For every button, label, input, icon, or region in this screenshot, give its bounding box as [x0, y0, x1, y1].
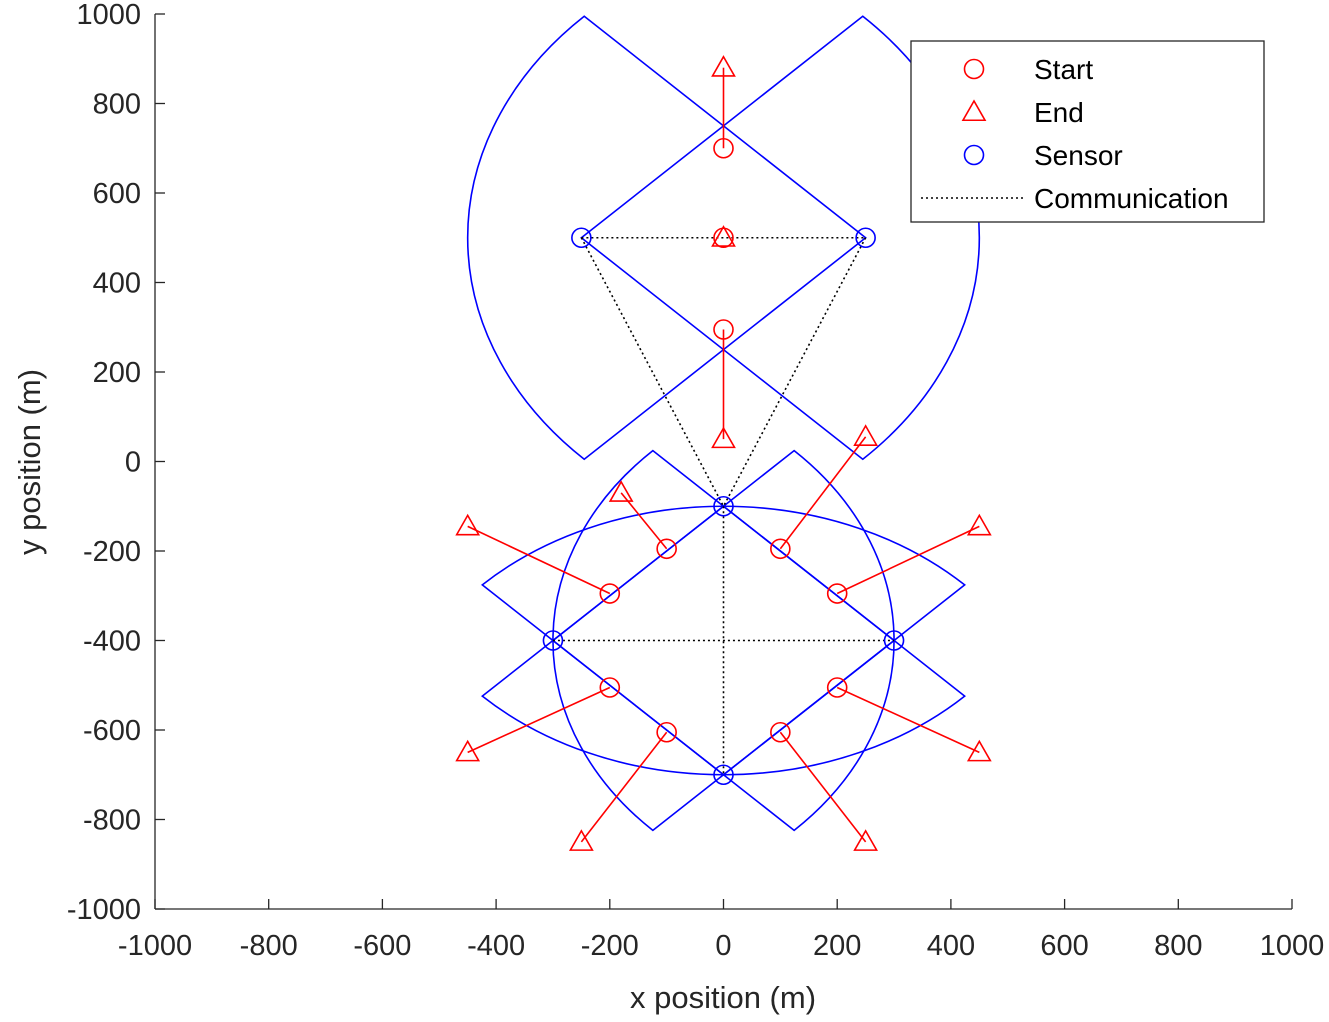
sensor-markers	[542, 227, 905, 786]
trajectory-line-10	[580, 731, 668, 843]
y-tick-label: 800	[93, 89, 141, 121]
sensor-marker-3	[713, 495, 734, 517]
sensor-marker-1	[571, 227, 592, 249]
start-marker-9	[826, 677, 848, 698]
sensor-marker-2	[855, 227, 876, 249]
legend-end-label: End	[1034, 97, 1084, 128]
end-marker-8	[455, 739, 481, 762]
trajectory-line-8	[467, 686, 611, 754]
trajectory-line-11	[779, 731, 867, 843]
start-marker-3	[713, 319, 734, 340]
end-marker-10	[568, 829, 594, 851]
end-marker-1	[711, 55, 736, 77]
x-tick-label: -800	[240, 930, 298, 962]
x-tick-label: -600	[353, 930, 411, 962]
x-tick-label: 0	[715, 930, 731, 962]
end-marker-5	[853, 424, 879, 446]
y-tick-label: 600	[93, 178, 141, 210]
start-marker-5	[770, 538, 791, 560]
end-marker-2	[711, 225, 736, 247]
trajectory-line-5	[779, 436, 867, 550]
start-marker-8	[599, 677, 621, 698]
sensor-marker-5	[542, 630, 564, 651]
end-marker-3	[711, 426, 736, 449]
communication-link-2	[580, 237, 725, 507]
trajectory-line-4	[620, 492, 668, 550]
legend-box	[910, 40, 1265, 223]
legend-sensor-label: Sensor	[1034, 140, 1123, 171]
y-tick-label: -600	[83, 715, 141, 747]
y-axis-label: y position (m)	[12, 369, 47, 555]
x-tick-label: -400	[467, 930, 525, 962]
x-tick-label: 1000	[1260, 930, 1325, 962]
y-ticks: -1000 -800 -600 -400 -200 0 200 400 600 800 1000	[67, 0, 165, 926]
communication-link-3	[722, 237, 867, 507]
y-tick-label: -400	[83, 626, 141, 658]
y-tick-label: 400	[93, 268, 141, 300]
sensor-marker-4	[713, 764, 734, 786]
start-marker-4	[656, 538, 677, 560]
start-marker-10	[656, 721, 677, 743]
sensor-marker-6	[883, 630, 905, 651]
y-tick-label: 0	[125, 447, 141, 479]
legend-start-label: Start	[1034, 54, 1093, 85]
target-trajectories	[455, 55, 992, 851]
x-ticks: -1000 -800 -600 -400 -200 0 200 400 600 800 1000	[118, 899, 1324, 962]
end-marker-9	[966, 739, 992, 762]
start-marker-7	[826, 583, 848, 604]
legend-start-symbol	[963, 58, 985, 80]
start-marker-1	[713, 137, 734, 159]
y-tick-label: 1000	[76, 0, 141, 31]
x-tick-label: 600	[1040, 930, 1088, 962]
x-tick-label: -1000	[118, 930, 192, 962]
communication-links	[552, 236, 895, 775]
sensor-fov-2	[466, 15, 867, 461]
legend-sensor-symbol	[963, 144, 985, 166]
x-tick-label: -200	[581, 930, 639, 962]
x-tick-label: 400	[927, 930, 975, 962]
start-marker-11	[770, 721, 791, 743]
x-tick-label: 800	[1154, 930, 1202, 962]
y-tick-label: -200	[83, 536, 141, 568]
legend-communication-label: Communication	[1034, 183, 1229, 214]
end-marker-11	[853, 829, 879, 851]
y-tick-label: -1000	[67, 894, 141, 926]
y-tick-label: 200	[93, 357, 141, 389]
trajectory-line-9	[836, 686, 980, 754]
trajectory-line-7	[836, 525, 980, 595]
end-marker-4	[608, 480, 634, 502]
start-marker-6	[599, 583, 621, 604]
end-marker-6	[455, 513, 481, 536]
end-marker-7	[966, 513, 992, 536]
y-tick-label: -800	[83, 805, 141, 837]
trajectory-line-6	[467, 525, 611, 595]
x-tick-label: 200	[813, 930, 861, 962]
x-axis-label: x position (m)	[630, 980, 816, 1015]
legend-end-symbol	[961, 99, 987, 122]
